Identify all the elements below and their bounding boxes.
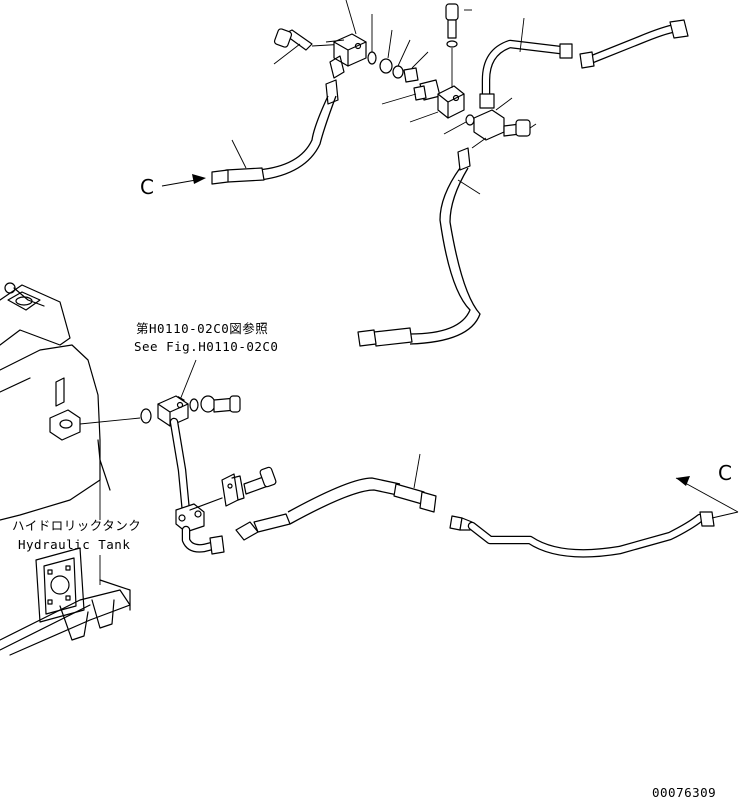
- long-bolt-head: [445, 3, 459, 21]
- o-ring: [140, 408, 152, 424]
- tank-label-en: Hydraulic Tank: [18, 537, 130, 552]
- nut: [379, 58, 393, 74]
- bolt-head: [229, 395, 241, 413]
- hydraulic-tank: [0, 282, 131, 656]
- reference-leader-line: [179, 359, 197, 401]
- pipe-fitting: [209, 535, 225, 555]
- washer: [392, 65, 404, 79]
- upper-right-hose: [409, 167, 471, 335]
- drawing-number: 00076309: [652, 785, 716, 800]
- upper-mount-block: [437, 85, 465, 119]
- hose-sleeve: [253, 513, 291, 533]
- leader-line: [519, 17, 525, 53]
- o-ring: [367, 51, 377, 65]
- leader-line: [231, 139, 247, 169]
- connector-arrow-head: [676, 476, 690, 486]
- hose-fitting: [393, 483, 425, 505]
- leader-line: [711, 511, 739, 519]
- long-bolt: [447, 19, 457, 39]
- long-hose: [287, 477, 401, 513]
- reference-label-en: See Fig.H0110-02C0: [134, 339, 278, 354]
- nut: [200, 395, 216, 413]
- upper-flange-block: [333, 33, 367, 67]
- hose-fitting: [457, 147, 471, 171]
- leader-line: [273, 43, 301, 65]
- hose-sleeve: [225, 167, 265, 183]
- hose-fitting: [325, 79, 339, 105]
- hose-sleeve: [373, 327, 413, 347]
- connector-arrow-head: [192, 174, 206, 184]
- connector-label-right: C: [718, 461, 732, 485]
- upper-left-hose: [257, 95, 329, 171]
- tee-block: [175, 503, 205, 533]
- tank-label-jp: ハイドロリックタンク: [12, 518, 141, 533]
- leader-line: [79, 417, 141, 425]
- washer: [189, 398, 199, 412]
- reference-label-jp: 第H0110-02C0図参照: [136, 321, 268, 336]
- connector-label-top: C: [140, 175, 154, 199]
- plug: [403, 67, 419, 83]
- o-ring: [465, 114, 475, 126]
- bracket: [221, 473, 239, 507]
- leader-line: [457, 179, 481, 195]
- washer: [446, 40, 458, 48]
- upper-tee: [473, 109, 505, 141]
- leader-line: [413, 453, 421, 489]
- leader-line: [345, 0, 357, 35]
